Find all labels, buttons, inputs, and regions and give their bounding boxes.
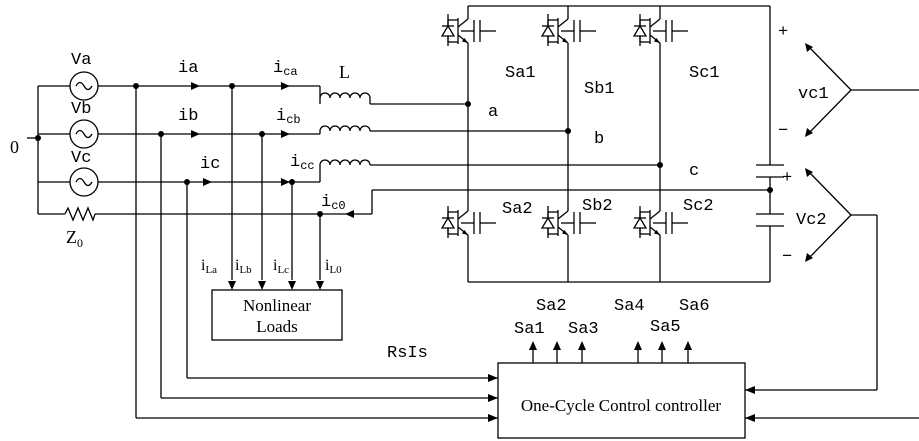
cap1-plus: + [778,23,788,42]
switch-label-sb2: Sb2 [582,197,613,216]
source-label-a: Va [71,51,91,70]
source-label-b: Vb [71,100,91,119]
gate-label-sa5: Sa5 [650,318,681,337]
igbt-sc1 [633,13,689,49]
sense-label: RsIs [387,344,428,363]
gate-label-sa6: Sa6 [679,297,710,316]
switch-label-sa2: Sa2 [502,200,533,219]
cap1-minus: − [778,122,788,141]
igbt-sc2 [633,205,689,241]
load-current-a: iLa [201,257,217,276]
inductor-label: L [339,62,350,82]
comp-current-0: ic0 [321,193,346,213]
load-current-0: iL0 [325,257,342,276]
controller-label: One-Cycle Control controller [521,396,722,415]
cap2-minus: − [782,248,792,267]
line-current-b: ib [178,107,198,126]
voltage-sensor-top [805,43,852,137]
gate-label-sa2: Sa2 [536,297,567,316]
cap2-label: Vc2 [796,211,827,230]
load-current-c: iLc [273,257,289,276]
nonlinear-loads-line1: Nonlinear [243,296,311,315]
igbt-sb1 [541,13,597,49]
line-current-a: ia [178,59,198,78]
node-label-b: b [594,130,604,149]
switch-label-sa1: Sa1 [505,64,536,83]
gate-label-sa3: Sa3 [568,320,599,339]
nonlinear-loads-box [211,289,343,341]
nonlinear-loads-line2: Loads [256,317,298,336]
ground-label: 0 [10,137,19,157]
comp-current-c: icc [290,153,315,173]
ac-source-b [69,119,99,149]
comp-current-b: icb [276,107,301,127]
node-label-a: a [488,103,498,122]
junction-dots [35,83,773,217]
switch-label-sc2: Sc2 [683,197,714,216]
inductor-c [319,159,371,166]
node-label-c: c [689,162,699,181]
line-current-c: ic [200,155,220,174]
igbt-sa2 [441,205,497,241]
ac-source-c [69,167,99,197]
voltage-sensor-bottom [805,168,852,262]
igbt-sa1 [441,13,497,49]
ac-source-a [69,71,99,101]
comp-current-a: ica [273,59,298,79]
arrowheads [191,82,755,422]
switch-label-sc1: Sc1 [689,64,720,83]
source-label-c: Vc [71,149,91,168]
controller-box [497,362,746,439]
inductor-a [319,92,371,104]
neutral-impedance-label: Z0 [66,227,83,250]
wiring [27,5,919,419]
inductor-b [319,125,371,132]
resistor-z0 [64,206,96,222]
gate-label-sa4: Sa4 [614,297,645,316]
cap2-plus: + [782,169,792,188]
gate-label-sa1: Sa1 [514,320,545,339]
switch-label-sb1: Sb1 [584,80,615,99]
cap1-label: vc1 [798,85,829,104]
load-current-b: iLb [235,257,252,276]
